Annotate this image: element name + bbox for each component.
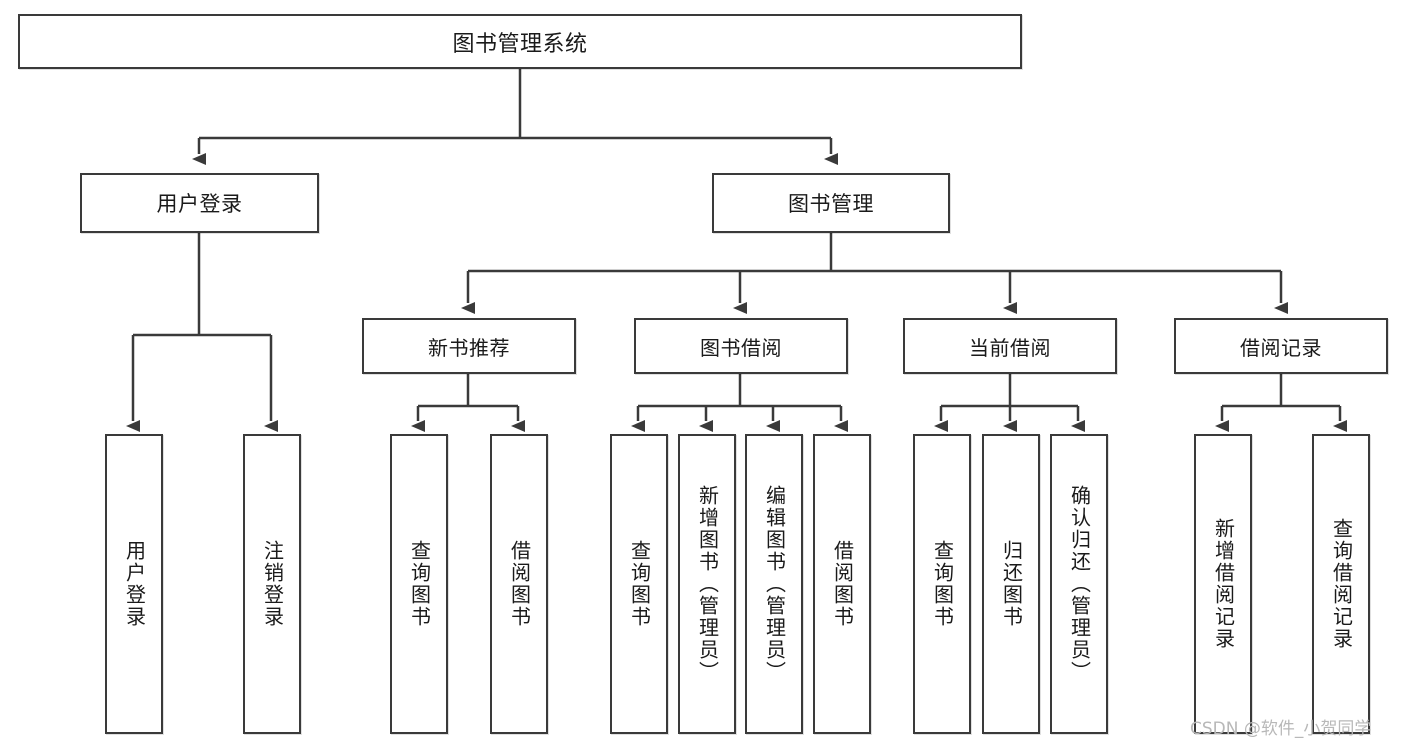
node-label: 新书推荐 bbox=[428, 335, 510, 360]
node-label: 归还图书 bbox=[999, 540, 1024, 628]
node-book-borrowing[interactable]: 图书借阅 bbox=[634, 318, 848, 374]
node-borrowing-record[interactable]: 借阅记录 bbox=[1174, 318, 1388, 374]
node-label: 确认归还（管理员） bbox=[1067, 485, 1092, 683]
node-label: 查询图书 bbox=[930, 540, 955, 628]
node-label: 借阅记录 bbox=[1240, 335, 1322, 360]
node-label: 查询图书 bbox=[627, 540, 652, 628]
node-label: 借阅图书 bbox=[830, 540, 855, 628]
csdn-watermark: CSDN @软件_小贺同学 bbox=[1190, 719, 1372, 739]
node-label: 用户登录 bbox=[156, 192, 243, 216]
leaf-book-borrow-edit-book-admin[interactable]: 编辑图书（管理员） bbox=[745, 434, 803, 734]
node-label: 图书管理 bbox=[788, 192, 874, 216]
node-label: 查询借阅记录 bbox=[1329, 518, 1354, 650]
node-label: 查询图书 bbox=[407, 540, 432, 628]
node-user-login[interactable]: 用户登录 bbox=[80, 173, 319, 233]
leaf-current-borrow-return-book[interactable]: 归还图书 bbox=[982, 434, 1040, 734]
node-label: 用户登录 bbox=[122, 540, 147, 628]
leaf-new-book-borrow-book[interactable]: 借阅图书 bbox=[490, 434, 548, 734]
leaf-user-login-login[interactable]: 用户登录 bbox=[105, 434, 163, 734]
leaf-borrow-record-add-record[interactable]: 新增借阅记录 bbox=[1194, 434, 1252, 734]
node-label: 当前借阅 bbox=[969, 335, 1051, 360]
leaf-current-borrow-query-book[interactable]: 查询图书 bbox=[913, 434, 971, 734]
leaf-book-borrow-add-book-admin[interactable]: 新增图书（管理员） bbox=[678, 434, 736, 734]
leaf-borrow-record-query-record[interactable]: 查询借阅记录 bbox=[1312, 434, 1370, 734]
node-current-borrowing[interactable]: 当前借阅 bbox=[903, 318, 1117, 374]
node-label: 编辑图书（管理员） bbox=[762, 485, 787, 683]
node-label: 新增借阅记录 bbox=[1211, 518, 1236, 650]
node-root-book-management-system[interactable]: 图书管理系统 bbox=[18, 14, 1022, 69]
node-label: 借阅图书 bbox=[507, 540, 532, 628]
leaf-current-borrow-confirm-return-admin[interactable]: 确认归还（管理员） bbox=[1050, 434, 1108, 734]
node-label: 图书管理系统 bbox=[452, 31, 588, 57]
leaf-user-login-logout[interactable]: 注销登录 bbox=[243, 434, 301, 734]
node-new-book-recommendation[interactable]: 新书推荐 bbox=[362, 318, 576, 374]
leaf-book-borrow-query-book[interactable]: 查询图书 bbox=[610, 434, 668, 734]
node-label: 图书借阅 bbox=[700, 335, 782, 360]
node-book-management[interactable]: 图书管理 bbox=[712, 173, 950, 233]
node-label: 注销登录 bbox=[260, 540, 285, 628]
leaf-new-book-query-book[interactable]: 查询图书 bbox=[390, 434, 448, 734]
leaf-book-borrow-borrow-book[interactable]: 借阅图书 bbox=[813, 434, 871, 734]
node-label: 新增图书（管理员） bbox=[695, 485, 720, 683]
